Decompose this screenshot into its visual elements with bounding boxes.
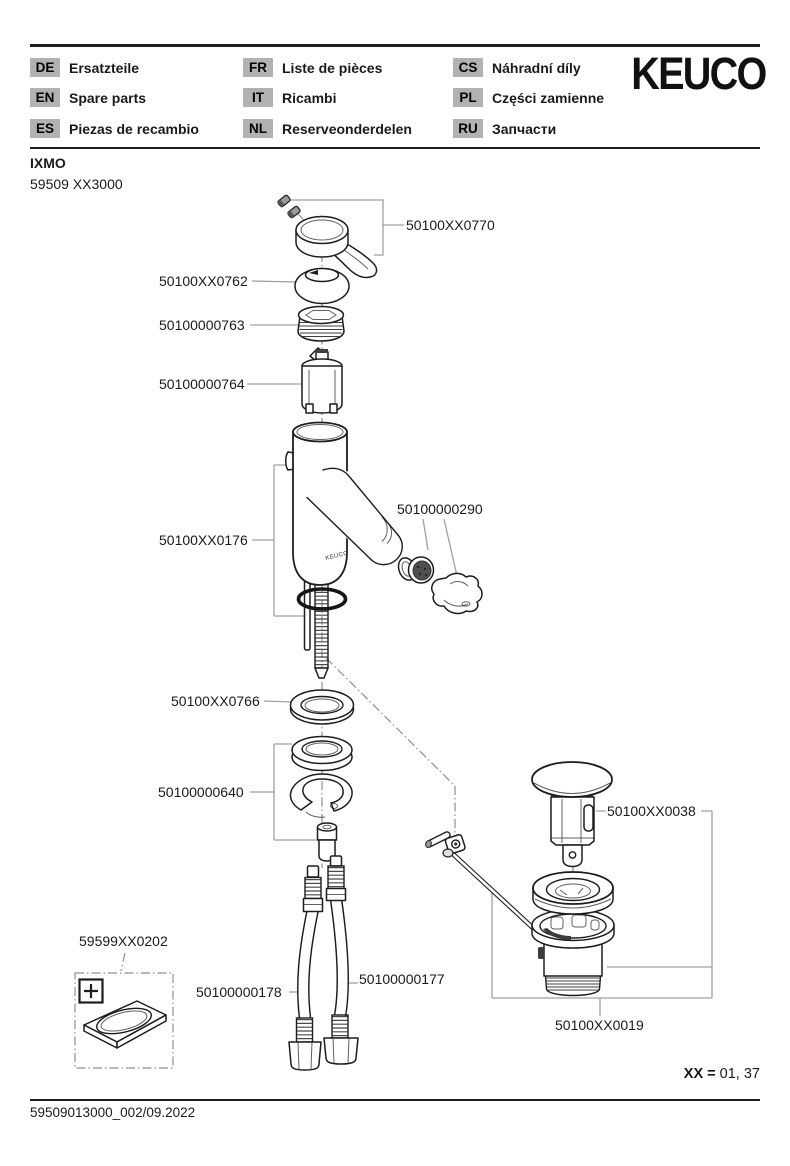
part-number-label: 50100000763 — [159, 317, 245, 333]
hose-left-graphic — [288, 865, 324, 1071]
top-rule — [30, 44, 760, 47]
o-ring-graphic — [296, 587, 348, 611]
part-number-label: 50100XX0770 — [406, 217, 495, 233]
lang-badge-nl: NL — [243, 119, 273, 138]
part-number-label: 50100XX0176 — [159, 532, 248, 548]
base-ring-graphic — [289, 689, 355, 725]
mounting-rod-graphic — [303, 579, 329, 679]
lang-it: IT Ricambi — [243, 88, 336, 107]
faucet-body-graphic: KEUCO — [285, 421, 403, 586]
lang-badge-fr: FR — [243, 58, 273, 77]
document-number: 59509013000_002/09.2022 — [30, 1105, 196, 1120]
lang-badge-de: DE — [30, 58, 60, 77]
lang-label-pl: Części zamienne — [492, 89, 605, 106]
lang-cs: CS Náhradní díly — [453, 58, 581, 77]
part-number-label: 50100000178 — [196, 984, 282, 1000]
handle-graphic — [295, 215, 378, 279]
series-title: IXMO — [30, 155, 66, 171]
lang-label-fr: Liste de pièces — [282, 59, 383, 76]
drain-plug-graphic — [531, 761, 613, 868]
lang-badge-en: EN — [30, 88, 60, 107]
part-number-label: 50100000177 — [359, 971, 445, 987]
lang-badge-ru: RU — [453, 119, 483, 138]
lang-badge-it: IT — [243, 88, 273, 107]
hose-right-graphic — [323, 855, 359, 1065]
lang-de: DE Ersatzteile — [30, 58, 139, 77]
part-number-label: 50100XX0766 — [171, 693, 260, 709]
lang-badge-es: ES — [30, 119, 60, 138]
part-number-label: 50100XX0762 — [159, 273, 248, 289]
lang-label-ru: Запчасти — [492, 120, 557, 137]
lang-label-es: Piezas de recambio — [69, 120, 199, 137]
lang-badge-pl: PL — [453, 88, 483, 107]
lang-label-en: Spare parts — [69, 89, 147, 106]
cartridge-graphic — [301, 347, 343, 414]
spray-elbow-graphic — [431, 572, 483, 615]
lang-es: ES Piezas de recambio — [30, 119, 199, 138]
footer-rule — [30, 1099, 760, 1101]
finish-code-values: 01, 37 — [719, 1066, 760, 1082]
lang-nl: NL Reserveonderdelen — [243, 119, 412, 138]
escutcheon-graphic — [294, 267, 350, 305]
drain-lever-graphic — [425, 831, 536, 931]
extension-plate-graphic — [78, 978, 167, 1049]
finish-code-prefix: XX = — [683, 1066, 716, 1082]
lang-label-it: Ricambi — [282, 89, 337, 106]
lang-fr: FR Liste de pièces — [243, 58, 382, 77]
lang-label-cs: Náhradní díly — [492, 59, 581, 76]
model-number: 59509 XX3000 — [30, 176, 123, 192]
clamp-graphic — [289, 773, 353, 818]
part-number-label: 50100XX0038 — [607, 803, 696, 819]
part-number-label: 50100000640 — [158, 784, 244, 800]
part-number-label: 59599XX0202 — [79, 933, 168, 949]
fastening-nut-graphic — [316, 822, 338, 862]
body-brand-text: KEUCO — [325, 550, 349, 561]
drain-body-graphic — [531, 871, 615, 997]
part-number-label: 50100XX0019 — [555, 1017, 644, 1033]
cone-ring-graphic — [291, 735, 353, 772]
lang-pl: PL Części zamienne — [453, 88, 604, 107]
keuco-logo: KEUCO — [631, 48, 768, 99]
threaded-ring-graphic — [297, 305, 345, 342]
header-rule — [30, 147, 760, 149]
aerator-graphic — [397, 556, 435, 584]
finish-code-note: XX = 01, 37 — [684, 1066, 760, 1082]
lang-en: EN Spare parts — [30, 88, 146, 107]
lang-label-de: Ersatzteile — [69, 59, 140, 76]
part-number-label: 50100000764 — [159, 376, 245, 392]
lang-label-nl: Reserveonderdelen — [282, 120, 412, 137]
lang-badge-cs: CS — [453, 58, 483, 77]
part-number-label: 50100000290 — [397, 501, 483, 517]
leader-lines — [247, 199, 713, 1016]
lang-ru: RU Запчасти — [453, 119, 556, 138]
handle-screws-graphic — [277, 194, 301, 219]
plus-icon — [84, 984, 98, 998]
